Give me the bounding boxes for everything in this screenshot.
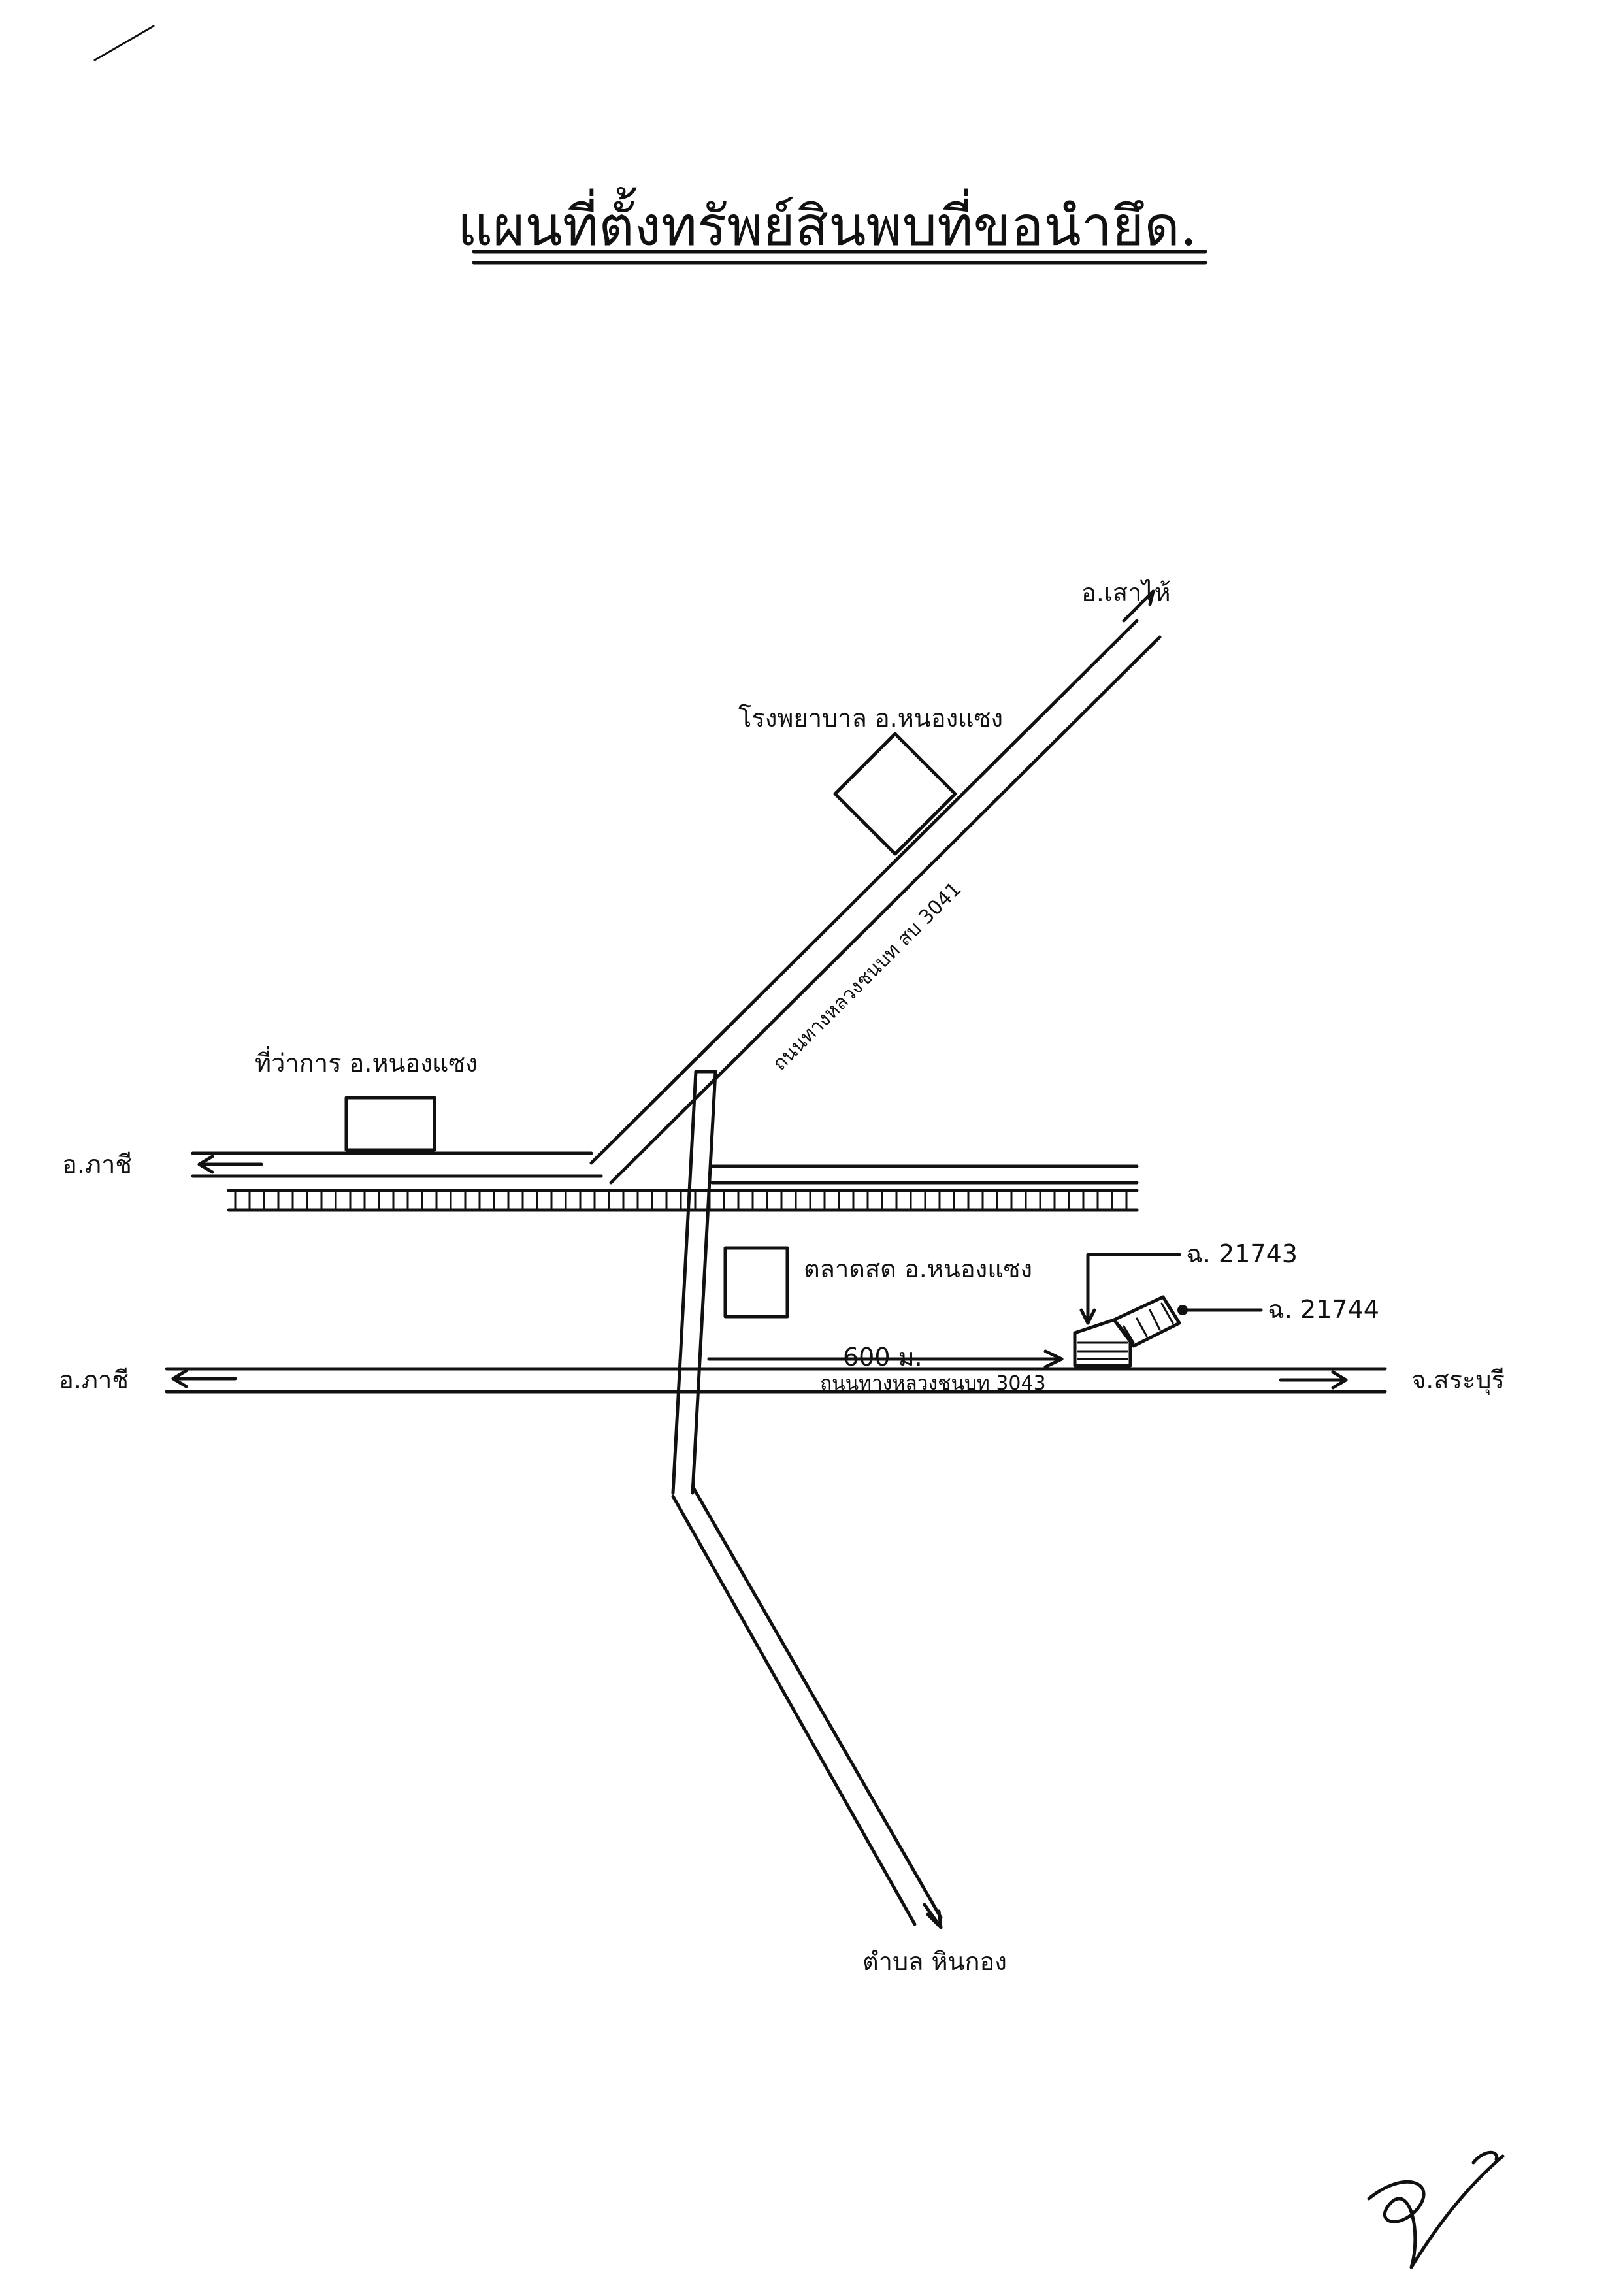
parcel-b-label: ฉ. 21744 <box>1268 1295 1379 1324</box>
main-road-label: ถนนทางหลวงชนบท 3043 <box>820 1372 1046 1395</box>
destination-west-lower: อ.ภาชี <box>59 1366 129 1394</box>
destination-west-upper: อ.ภาชี <box>62 1150 132 1179</box>
upper-road-west <box>191 1151 603 1178</box>
vertical-road <box>671 1070 717 1495</box>
railway <box>227 1189 1139 1212</box>
destination-east: จ.สระบุรี <box>1411 1366 1505 1395</box>
map-title: แผนที่ตั้งทรัพย์สินพบที่ขอนำยึด. <box>457 187 1197 258</box>
district-office-label: ที่ว่าการ อ.หนองแซง <box>255 1046 478 1077</box>
stray-mark <box>93 25 155 61</box>
signature <box>1367 2150 1505 2269</box>
parcel-a-pointer <box>1079 1253 1181 1325</box>
southern-road <box>671 1484 943 1929</box>
market-building <box>723 1246 789 1319</box>
land-parcels <box>1073 1295 1181 1368</box>
destination-south: ตำบล หินกอง <box>862 1947 1007 1976</box>
market-label: ตลาดสด อ.หนองแซง <box>804 1255 1032 1283</box>
distance-label: 600 ม. <box>843 1343 923 1371</box>
diagonal-road <box>589 589 1162 1185</box>
diagonal-road-label: ถนนทางหลวงชนบท สบ 3041 <box>768 877 966 1075</box>
parcel-a-label: ฉ. 21743 <box>1186 1239 1298 1268</box>
upper-road-east <box>710 1164 1139 1185</box>
main-road <box>165 1367 1387 1394</box>
distance-indicator <box>707 1349 1064 1369</box>
parcel-b-pointer <box>1177 1305 1263 1315</box>
district-office-building <box>344 1096 436 1152</box>
hospital-label: โรงพยาบาล อ.หนองแซง <box>738 704 1003 732</box>
hospital-building <box>833 732 957 856</box>
destination-north: อ.เสาไห้ <box>1081 578 1171 607</box>
